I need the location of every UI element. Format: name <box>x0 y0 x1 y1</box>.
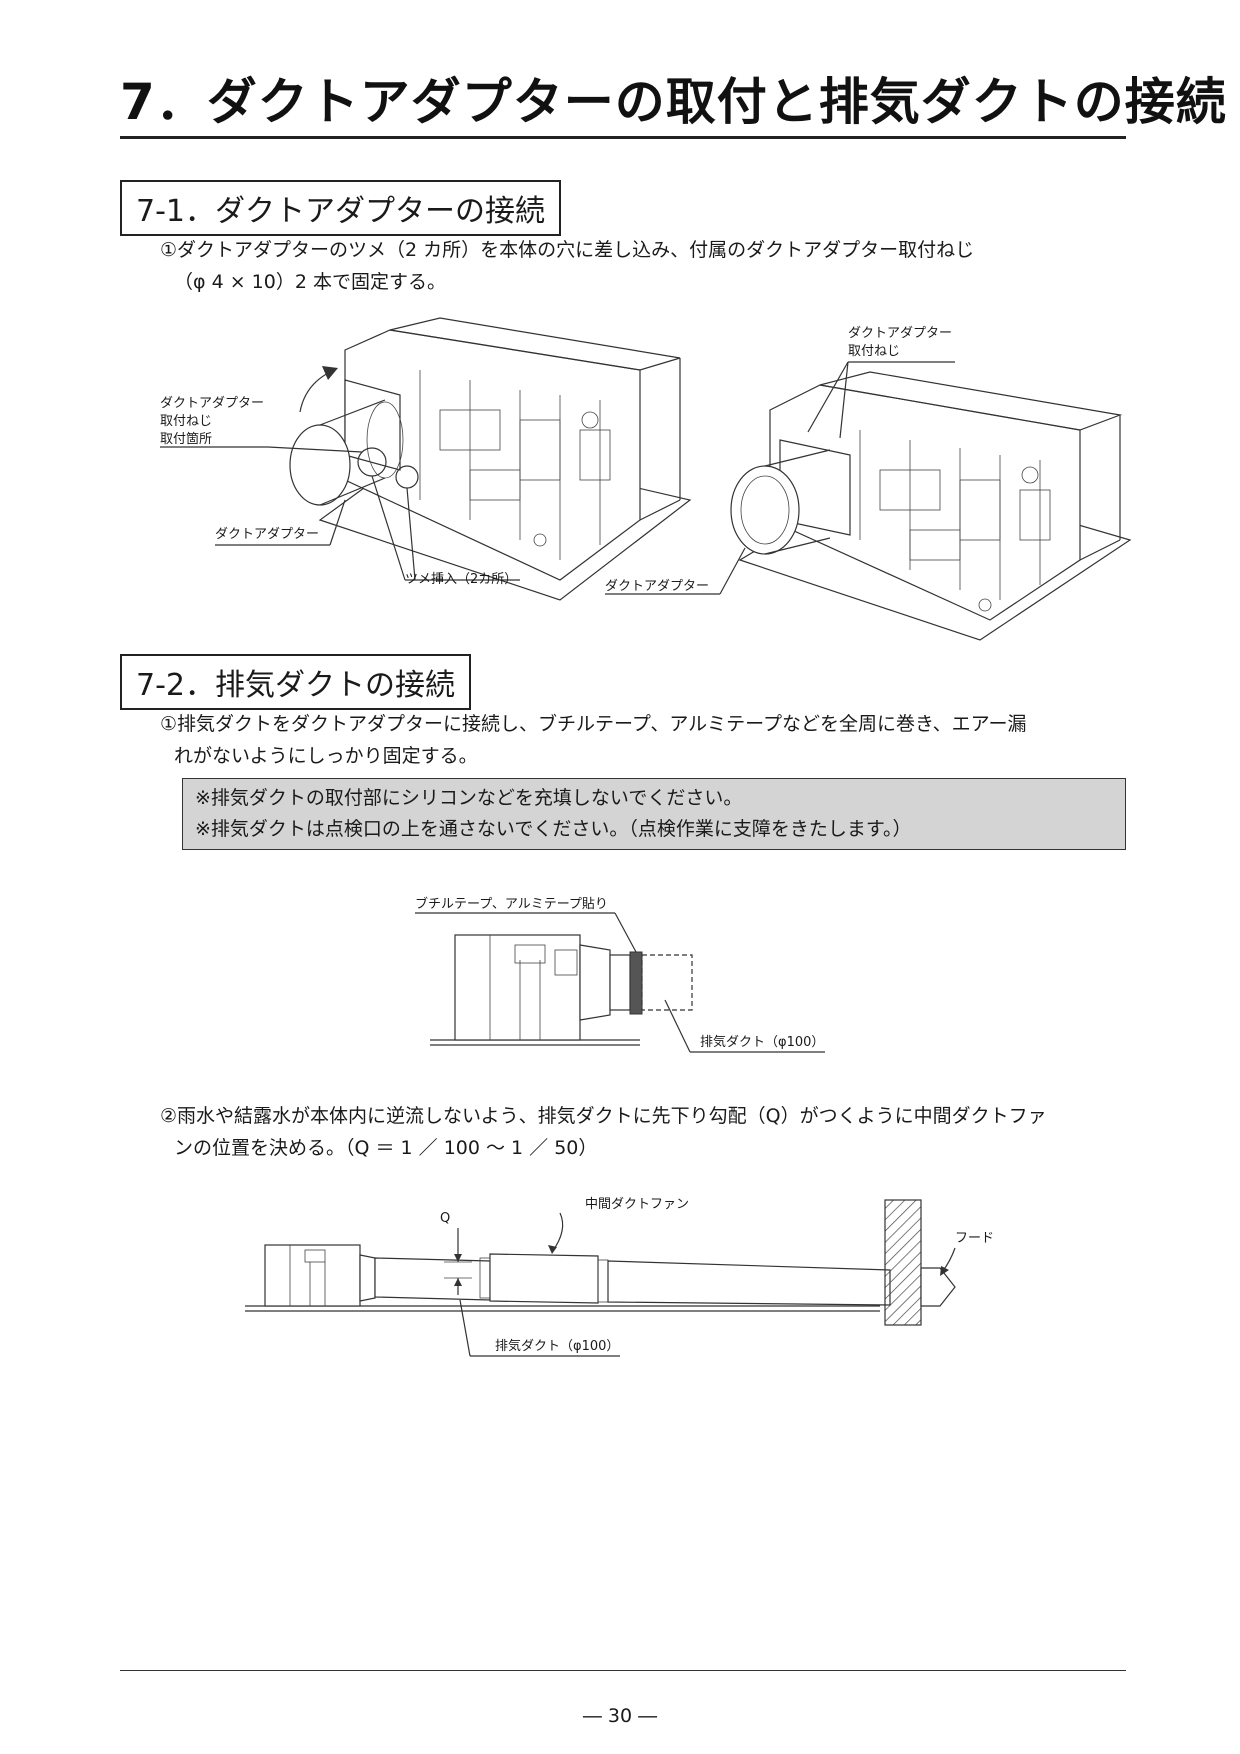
label-screw-right-1: ダクトアダプター <box>848 326 953 341</box>
section2-step2-line2: ンの位置を決める。（Q ＝ 1 ／ 100 ～ 1 ／ 50） <box>174 1137 598 1159</box>
label-hood: フード <box>955 1231 995 1246</box>
label-adapter-left: ダクトアダプター <box>215 527 320 542</box>
label-q: Q <box>440 1211 451 1226</box>
label-tape: ブチルテープ、アルミテープ貼り <box>415 897 608 912</box>
label-screw-position-2: 取付ねじ <box>160 414 213 429</box>
label-screw-right-2: 取付ねじ <box>848 344 901 359</box>
page-number: ― 30 ― <box>582 1705 658 1727</box>
page-title: 7．ダクトアダプターの取付と排気ダクトの接続 <box>120 73 1227 131</box>
section2-step2-line1: ②雨水や結露水が本体内に逆流しないよう、排気ダクトに先下り勾配（Q）がつくように… <box>160 1105 1047 1127</box>
section-heading-7-2: 7-2．排気ダクトの接続 <box>120 654 471 710</box>
title-underline <box>120 136 1126 139</box>
section2-step1-line2: れがないようにしっかり固定する。 <box>174 745 478 767</box>
section1-step1-line1: ①ダクトアダプターのツメ（2 カ所）を本体の穴に差し込み、付属のダクトアダプター… <box>160 239 975 261</box>
label-screw-position-1: ダクトアダプター <box>160 396 265 411</box>
label-adapter-right: ダクトアダプター <box>605 579 710 594</box>
caution-note-box: ※排気ダクトの取付部にシリコンなどを充填しないでください。 ※排気ダクトは点検口… <box>182 778 1126 850</box>
caution-note-2: ※排気ダクトは点検口の上を通さないでください。（点検作業に支障をきたします。） <box>195 818 912 840</box>
label-exhaust-duct-1: 排気ダクト（φ100） <box>700 1035 825 1050</box>
section2-step1-line1: ①排気ダクトをダクトアダプターに接続し、ブチルテープ、アルミテープなどを全周に巻… <box>160 713 1027 735</box>
section1-step1-line2: （φ 4 × 10）2 本で固定する。 <box>174 271 446 293</box>
section-heading-7-1: 7-1．ダクトアダプターの接続 <box>120 180 561 236</box>
label-tab-insert: ツメ挿入（2カ所） <box>405 572 518 587</box>
label-intermediate-fan: 中間ダクトファン <box>585 1197 690 1212</box>
caution-note-1: ※排気ダクトの取付部にシリコンなどを充填しないでください。 <box>195 787 743 809</box>
label-exhaust-duct-2: 排気ダクト（φ100） <box>495 1339 620 1354</box>
footer-rule <box>120 1670 1126 1671</box>
label-screw-position-3: 取付箇所 <box>160 432 213 447</box>
